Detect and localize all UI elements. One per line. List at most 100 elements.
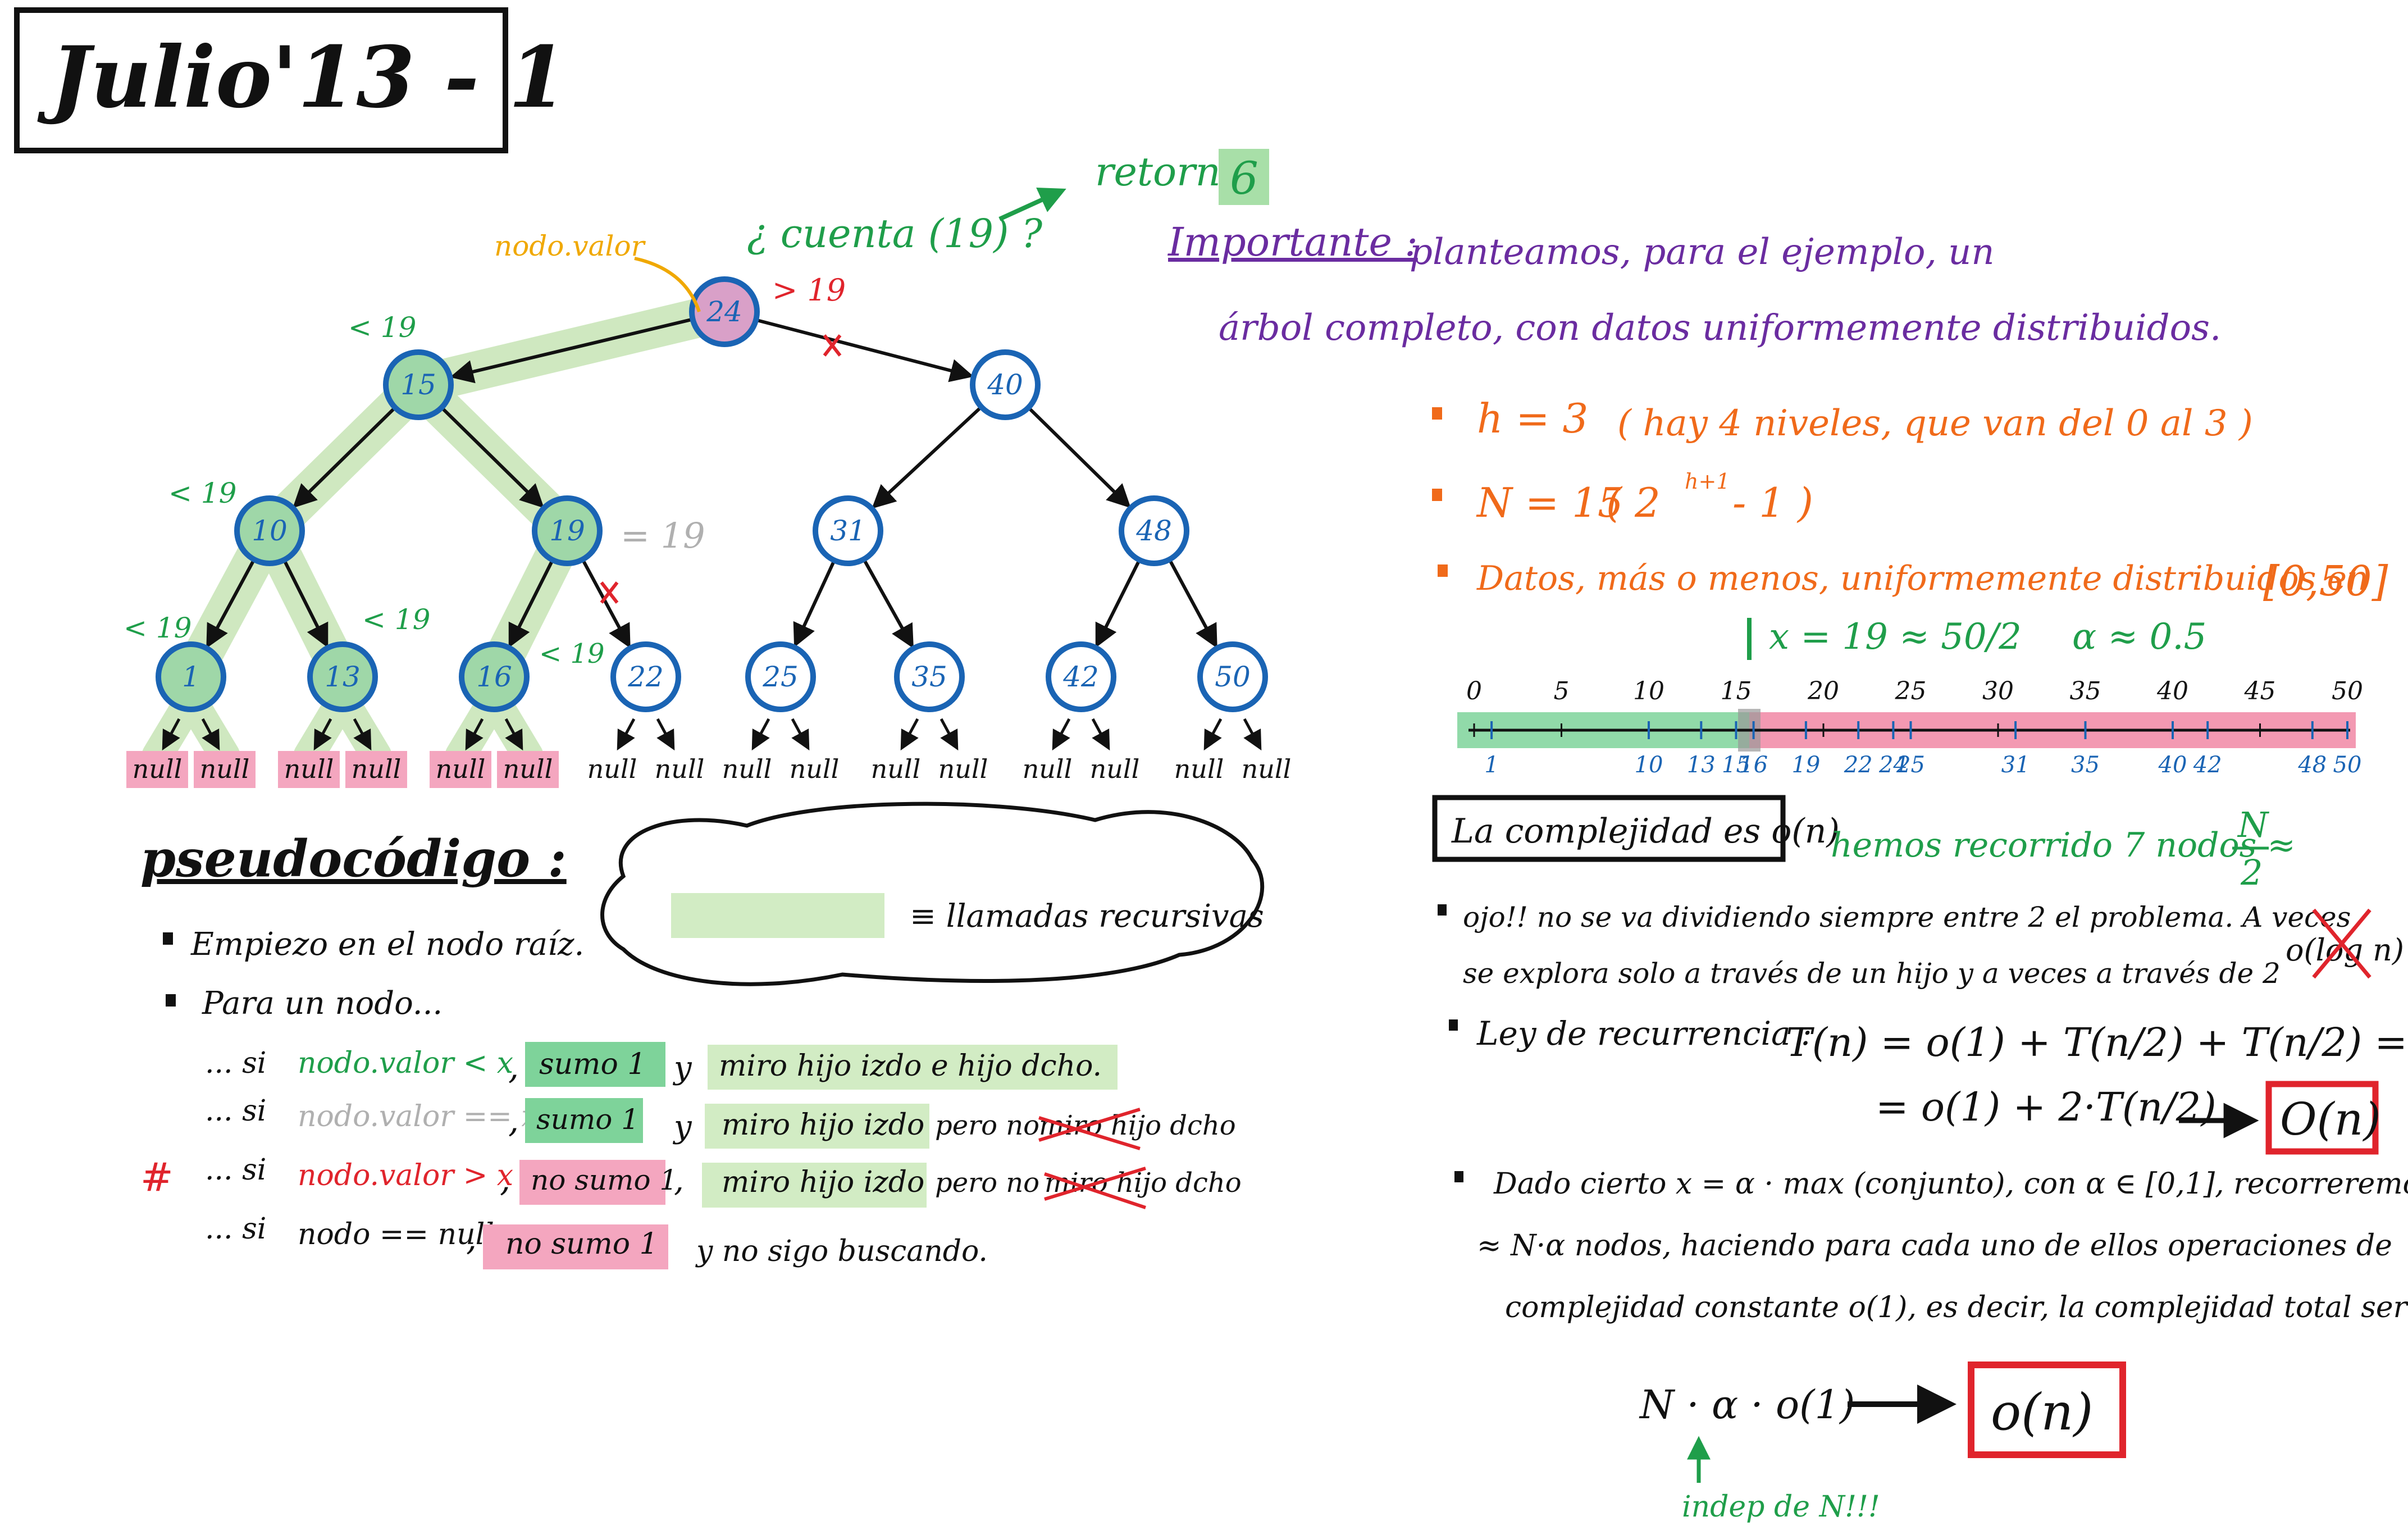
node-circle [156, 641, 226, 712]
node-circle [1119, 495, 1189, 566]
bullet1-line1: ojo!! no se va dividiendo siempre entre … [1463, 901, 2351, 934]
null-edge-n13-1 [353, 718, 372, 751]
null-label: null [655, 754, 705, 784]
null-edge-n50-1 [1243, 718, 1262, 751]
nodo-valor-label: nodo.valor [494, 230, 646, 262]
rule3-cross-2 [1044, 1172, 1146, 1209]
numberline-value-label: 31 [2001, 752, 2030, 778]
lt-label-10: < 19 [168, 477, 236, 509]
node-circle [532, 495, 603, 566]
numberline-value-label: 48 [2297, 752, 2327, 778]
tree-node-13: 13 [307, 641, 378, 712]
visited-frac-num: N [2237, 804, 2270, 845]
rule2-cond: nodo.valor == x [298, 1100, 538, 1133]
edge-n48-n42 [1095, 559, 1141, 648]
numberline-value-label: 15 [1722, 752, 1750, 778]
rule2-si: ... si [205, 1094, 266, 1128]
prune-cross-24-40-b [823, 334, 842, 357]
fact-bullet-h [1432, 407, 1442, 420]
retorna-value: 6 [1230, 152, 1258, 204]
rule3-rest2: pero no [935, 1167, 1039, 1199]
null-label: null [284, 754, 334, 784]
edge-n48-n50 [1167, 558, 1217, 649]
legend-swatch [671, 893, 884, 938]
node-circle [1046, 641, 1116, 712]
null-highlight-n1-1 [194, 751, 256, 788]
numberline-top-tick: 25 [1895, 677, 1927, 705]
null-edge-n22-0 [617, 718, 636, 751]
nodo-valor-pointer [634, 257, 701, 312]
tree-node-42: 42 [1046, 641, 1116, 712]
rule2-rest2: pero no [935, 1110, 1039, 1141]
null-edge-n42-0 [1052, 718, 1071, 751]
null-label: null [503, 754, 553, 784]
node-value: 40 [987, 368, 1023, 401]
question-call: ¿ cuenta (19) ? [747, 211, 1043, 257]
pseudo-bullet2-marker [166, 994, 176, 1007]
node-circle [745, 641, 816, 712]
null-highlight-n16-1 [497, 751, 559, 788]
node-circle [383, 349, 454, 420]
tree-node-15: 15 [383, 349, 454, 420]
null-highlight-n13-1 [345, 751, 407, 788]
node-value: 48 [1135, 514, 1172, 547]
edge-n40-n31 [872, 406, 983, 509]
pseudo-bullet1: Empiezo en el nodo raíz. [190, 926, 584, 963]
rule1-act: sumo 1 [539, 1048, 646, 1081]
numberline-top-tick: 40 [2156, 677, 2188, 705]
numberline-value-label: 25 [1896, 752, 1925, 778]
final-expression: N · α · o(1) [1639, 1382, 1855, 1428]
edge-n24-n40 [755, 318, 974, 382]
edge-n19-n22 [581, 558, 631, 649]
edge-n19-n16 [508, 559, 554, 648]
retorna-highlight [1219, 149, 1269, 205]
visited-frac-den: 2 [2240, 852, 2263, 893]
edge-n15-n19 [440, 406, 544, 508]
rule2-y: y [672, 1109, 692, 1145]
rule2-rest3: miro hijo dcho [1039, 1110, 1236, 1141]
null-edge-n35-1 [940, 718, 959, 751]
final-result: o(n) [1991, 1383, 2093, 1442]
numberline-value-label: 19 [1791, 752, 1820, 778]
rule4-act-hl [483, 1224, 668, 1269]
rule3-rest1-hl [702, 1163, 927, 1208]
node-value: 13 [325, 661, 361, 693]
complexity-box-text: La complejidad es o(n) [1451, 812, 1840, 851]
root-gt-label: > 19 [772, 272, 846, 308]
null-edge-n50-0 [1203, 718, 1223, 751]
lt-label-1: < 19 [124, 612, 191, 644]
node-value: 19 [549, 514, 585, 547]
numberline-value-label: 13 [1687, 752, 1716, 778]
edge-n15-n10 [293, 406, 396, 508]
indep-note: indep de N!!! [1682, 1490, 1880, 1524]
node-circle [894, 641, 965, 712]
null-highlight-n16-0 [430, 751, 491, 788]
node-value: 31 [830, 514, 866, 547]
numberline-value-label: 50 [2333, 752, 2362, 778]
rule2-cross-1 [1038, 1108, 1141, 1142]
lt-label-13: < 19 [362, 603, 430, 636]
rule3-sep: , [500, 1160, 510, 1199]
bullet1-marker [1438, 904, 1447, 916]
null-label: null [352, 754, 402, 784]
numberline-value-label: 1 [1484, 752, 1498, 778]
null-edge-n1-1 [201, 718, 220, 751]
null-edge-n25-1 [791, 718, 810, 751]
null-label: null [200, 754, 250, 784]
bullet2-label: Ley de recurrencia : [1476, 1014, 1812, 1053]
tree-node-48: 48 [1119, 495, 1189, 566]
null-label: null [1174, 754, 1224, 784]
important-line1: planteamos, para el ejemplo, un [1410, 231, 1995, 273]
ologn-cross-2 [2312, 908, 2371, 979]
page-title: Julio'13 - 1 [37, 28, 567, 127]
edge-n10-n1 [206, 558, 256, 649]
numberline-value-label: 40 [2158, 752, 2187, 778]
null-edge-n22-1 [656, 718, 675, 751]
fact-h-note: ( hay 4 niveles, que van del 0 al 3 ) [1617, 403, 2253, 444]
null-edge-n35-0 [900, 718, 919, 751]
rule2-rest1-hl [705, 1104, 929, 1149]
numberline-x-annotation: x = 19 ≈ 50/2 [1769, 616, 2022, 658]
numberline-value-label: 22 [1844, 752, 1873, 778]
node-value: 10 [252, 514, 288, 547]
